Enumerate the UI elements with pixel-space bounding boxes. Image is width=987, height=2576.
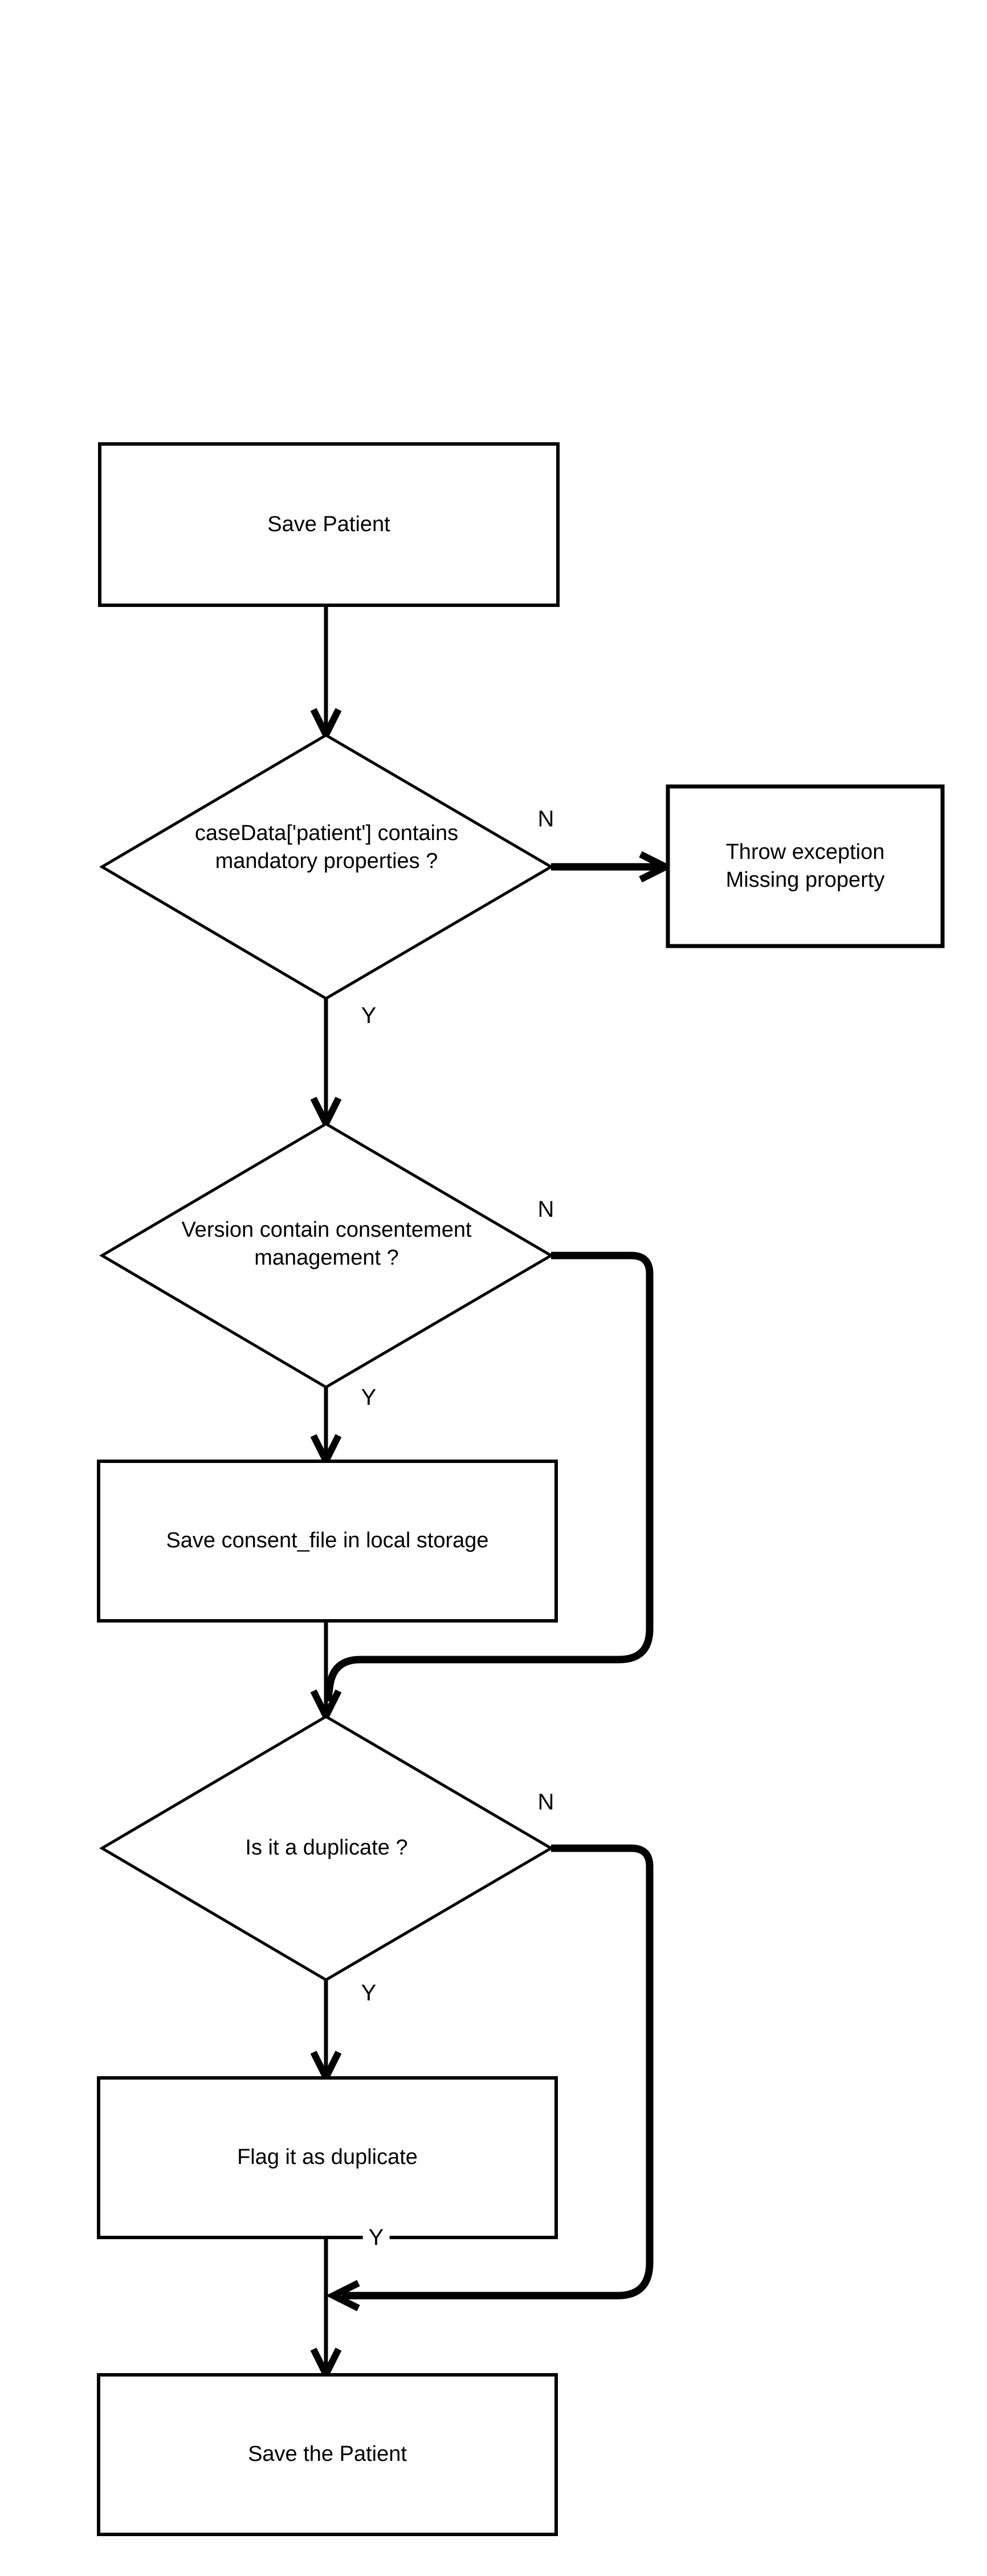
edge-label-consent-no: N bbox=[537, 1197, 554, 1222]
edge-label-consent-yes: Y bbox=[361, 1385, 377, 1410]
node-save-the-patient-box bbox=[97, 2373, 558, 2536]
edge-consent-no-bypass bbox=[324, 1252, 654, 1702]
node-consent-check-diamond bbox=[99, 1122, 554, 1389]
node-save-consent-box bbox=[97, 1460, 558, 1623]
arrowhead-right-icon bbox=[639, 851, 674, 883]
node-flag-duplicate-box bbox=[97, 2076, 558, 2239]
edge-label-duplicate-yes: Y bbox=[361, 1980, 377, 2006]
edge-label-flag-exit: Y bbox=[362, 2225, 390, 2250]
node-throw-exception-box bbox=[666, 784, 945, 948]
node-mandatory-check-diamond bbox=[99, 733, 554, 1000]
edge-label-duplicate-no: N bbox=[537, 1790, 554, 1815]
edge-label-mandatory-no: N bbox=[537, 806, 554, 832]
edge-label-mandatory-yes: Y bbox=[361, 1003, 377, 1028]
arrowhead-left-icon bbox=[325, 2280, 360, 2312]
edge-duplicate-no-bypass bbox=[342, 1844, 654, 2300]
node-duplicate-check-diamond bbox=[99, 1715, 554, 1982]
node-save-patient-box bbox=[98, 442, 560, 607]
